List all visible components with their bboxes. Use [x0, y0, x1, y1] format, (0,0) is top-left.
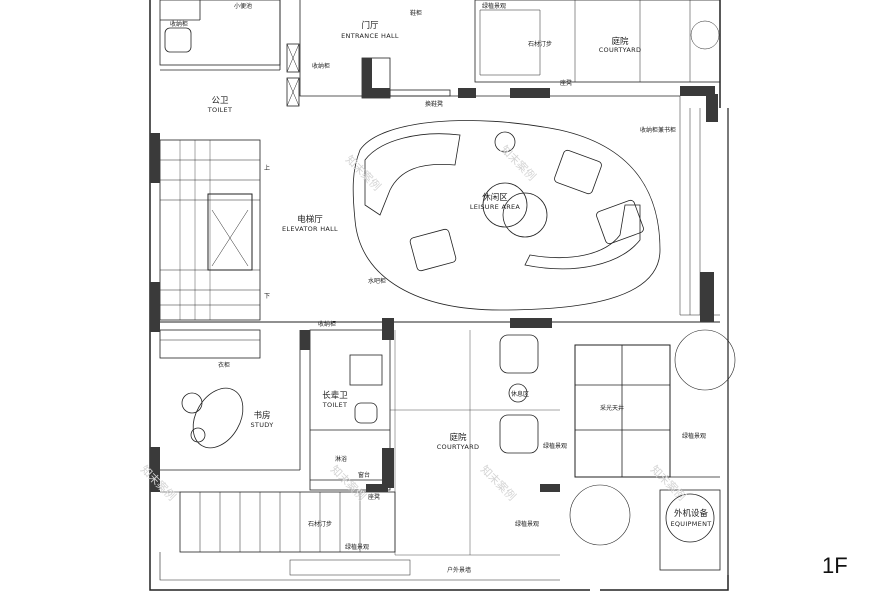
- note-storage-1: 收纳柜: [170, 20, 188, 28]
- note-green-top: 绿植景观: [482, 2, 506, 10]
- elevator-label-cn: 电梯厅: [297, 214, 323, 225]
- note-bench-bottom: 座凳: [368, 493, 380, 501]
- note-stone-step-bottom: 石材汀步: [308, 520, 332, 528]
- courtyard-top-label-en: COURTYARD: [599, 46, 642, 54]
- courtyard-top-label-cn: 庭院: [611, 36, 629, 47]
- study-label-cn: 书房: [253, 410, 270, 421]
- note-green-mid: 绿植景观: [543, 442, 567, 450]
- equipment-label-cn: 外机设备: [674, 508, 709, 519]
- note-water-bar: 水吧柜: [368, 277, 386, 285]
- note-shoe: 鞋柜: [410, 9, 422, 17]
- note-shower: 淋浴: [335, 455, 347, 463]
- note-urinal: 小便池: [234, 2, 252, 10]
- note-stair-up: 上: [264, 164, 270, 172]
- watermark-3: 知末案例: [328, 462, 369, 503]
- watermark-1: 知末案例: [343, 152, 384, 193]
- note-storage-2: 收纳柜: [312, 62, 330, 70]
- leisure-label-en: LEISURE AREA: [470, 203, 521, 211]
- leisure-label-cn: 休闲区: [482, 192, 508, 203]
- note-outdoor: 户外景墙: [447, 566, 471, 574]
- courtyard-mid-label-cn: 庭院: [449, 432, 467, 443]
- elevator-label-en: ELEVATOR HALL: [282, 225, 338, 233]
- note-green-bottom: 绿植景观: [345, 543, 369, 551]
- note-storage-book: 收纳柜兼书柜: [640, 126, 676, 134]
- entrance-label-cn: 门厅: [361, 20, 379, 31]
- toilet-top-label-cn: 公卫: [211, 96, 229, 106]
- entrance-label-en: ENTRANCE HALL: [341, 32, 399, 40]
- note-storage-3: 收纳柜: [318, 320, 336, 328]
- note-skylight: 采光天井: [600, 404, 624, 412]
- note-window-seat: 窗台: [358, 471, 370, 479]
- note-stone-step-top: 石材汀步: [528, 40, 552, 48]
- note-leisure-small: 休息区: [511, 390, 529, 398]
- equipment-label-en: EQUIPMENT: [670, 520, 711, 528]
- toilet-top-label-en: TOILET: [207, 106, 233, 114]
- note-stair-down: 下: [264, 293, 270, 300]
- watermark-4: 知末案例: [478, 462, 519, 503]
- watermark-2: 知末案例: [498, 142, 539, 183]
- courtyard-mid-label-en: COURTYARD: [437, 443, 480, 451]
- watermark-5: 知末案例: [648, 462, 689, 503]
- note-change-bench: 换鞋凳: [425, 100, 443, 108]
- elder-toilet-label-en: TOILET: [322, 401, 348, 409]
- elder-toilet-label-cn: 长辈卫: [322, 390, 348, 401]
- study-label-en: STUDY: [251, 421, 274, 429]
- note-green-right: 绿植景观: [682, 432, 706, 440]
- note-bench-top: 座凳: [560, 79, 572, 87]
- note-green-bottom2: 绿植景观: [515, 520, 539, 528]
- note-wardrobe: 衣柜: [218, 361, 230, 369]
- floor-label: 1F: [822, 553, 848, 578]
